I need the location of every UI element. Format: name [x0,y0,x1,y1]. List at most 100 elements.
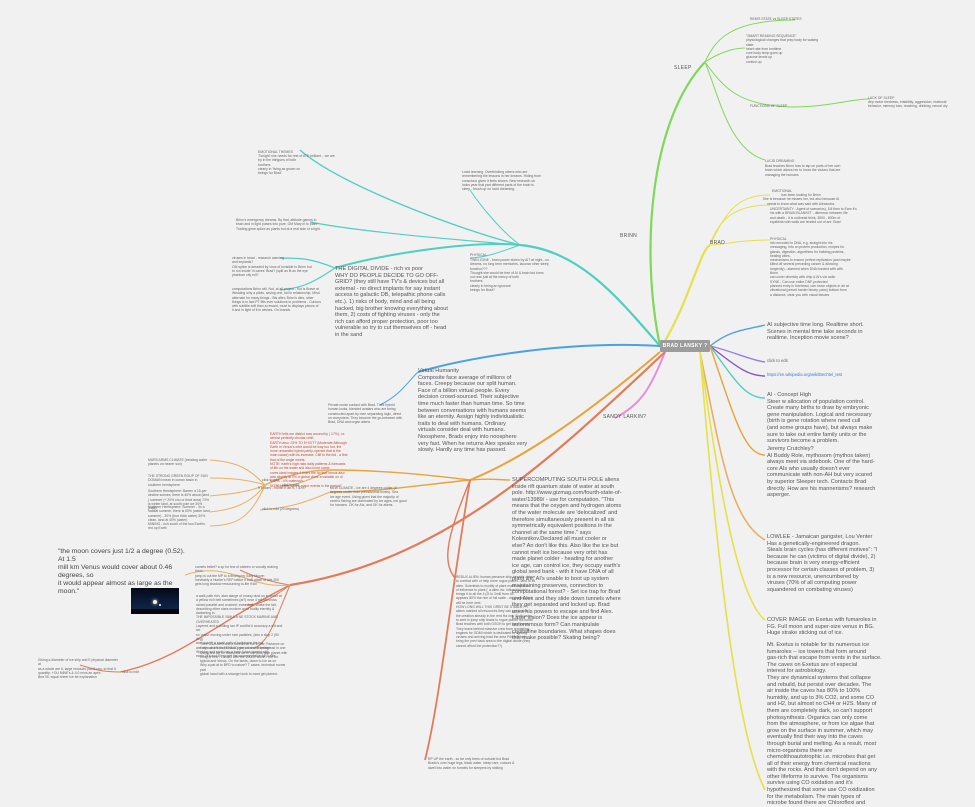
right-link-lowlee [699,351,766,541]
vhuman-private-mode[interactable]: Private mode contact with Brad. Their hy… [328,403,423,424]
brinn-lucid-learning[interactable]: Lucid learning. Overthinking others who … [462,170,572,191]
ai-subjective-time[interactable]: AI subjective time long. Realtime short.… [767,322,887,342]
text-line: all of their energy from chemical reacti… [767,760,871,767]
text-line: on computers. They become the go-between… [328,415,403,420]
text-line: this make possible? Skating being? [512,635,600,642]
left-link-spring [79,664,121,673]
text-line: therefore simultaneously present in all … [512,516,615,523]
earth-facts[interactable]: EARTH tells me district now around by ( … [270,432,380,488]
text-line: them are completely dark, so can't suppo… [767,707,873,714]
text-line: alien. Scientists to modify of plant mat… [456,583,529,588]
sleep-rem[interactable]: REM'S STATE vs SLEEP STATES [750,17,802,21]
brad-uncertainty[interactable]: UNCERTAINTY - Agent of scenarios), 1M th… [770,207,880,224]
text-line: has been looking for Brinn [781,193,821,197]
brad-physical-title[interactable]: PHYSICAL [770,237,787,241]
moon-venus-quote[interactable]: "the moon covers just 1/2 a degree (0.52… [58,548,188,596]
text-line: Layered and a chilling ran IP conflict i… [196,624,283,633]
text-line: (and some groups have), but always make [767,424,873,431]
click-to-edit-mid-1[interactable]: click to edit [282,483,299,487]
text-line: human looks, blended avatars who are bei… [328,407,396,412]
brinn-link-emotional [299,149,521,246]
text-line: physiological changes that prep body for… [746,38,819,43]
brinn-emotional-title[interactable]: EMOTIONAL THEMES [258,150,293,154]
text-line: clearly in 'living as grown on [258,166,301,171]
sleep-functions[interactable]: FUNCTIONS OF SLEEP [750,104,788,108]
wiki-link[interactable]: https://en.wikipedia.org/wiki/Bechtel_te… [767,372,843,377]
text-line: glucose levels up [746,55,773,60]
exetus-caves[interactable]: Mt. Exetus is notable for its numerous i… [767,642,887,807]
moon-note-5[interactable]: MINING - rich south of the two Earth's r… [148,522,205,531]
text-line: global seed bank - with it have DNA of a… [512,569,614,576]
text-line: She is because he misses her, but also b… [762,197,840,202]
branch-moon [264,469,331,486]
text-line: Kolesnikov.Declared all must cooler or [512,536,607,543]
jeremy-crutchley[interactable]: Jeremy Crutchley?AI Buddy Role, mythosom… [767,446,887,499]
brinn-computations[interactable]: computations Brinn will. Not, at all pro… [232,287,332,313]
rp-up-earth[interactable]: RP UP the earth - so far only trees of o… [428,757,538,770]
moon-link-5 [209,484,266,527]
branch-label-sleep[interactable]: SLEEP [674,65,692,71]
click-to-edit-right[interactable]: click to edit [767,358,788,363]
text-line: Noosphere, Brads enjoy into noosphere [418,433,517,440]
moon-note-2[interactable]: THE STRONG GREEN ROUP OF SUN DOMAIN mean… [148,474,208,487]
branch-label-brinn[interactable]: BRINN [620,233,638,239]
brinn-physical-title[interactable]: PHYSICAL [470,253,487,257]
text-line: heart rate from bedtime [746,46,782,51]
text-line: access to galactic DB, telepathic phone … [335,292,446,299]
text-line: Brinn [770,271,778,276]
comets-belief[interactable]: comets belief? a sp for few of sixteen o… [195,565,285,586]
redux-aliens[interactable]: REDUX ALIEN: human penance ship to earth… [456,575,566,648]
text-line: rich can afford proper protection, poor … [335,318,438,325]
right-link-wiki [709,345,766,377]
left-link-comets [239,569,291,586]
text-line: Lucid learning. Overthinking others who … [462,170,528,174]
small-belt[interactable]: a walk path rich, alan alarge of mossy d… [196,594,286,658]
text-line: FG. Full moon and super-size venus in BG… [767,623,875,630]
spring-diameter[interactable]: Giving a diameter of ice ship and E phys… [38,658,120,679]
right-link-ai-concept [709,345,766,399]
sleep-lucid-title[interactable]: LUCID DREAMING [765,159,795,163]
their-gps[interactable]: Their GSA Alexi and a cared that the in … [200,642,290,676]
text-line: and H2, but almost no CH4 or H2S. Many o… [767,701,877,708]
text-line: plant life. AI's unable to boot up syste… [512,575,609,582]
text-line: very fast. When he returns Alex speaks v… [418,440,528,447]
brad-emotional-title[interactable]: EMOTIONAL [772,189,792,193]
brinn-emergency-dreams[interactable]: Brinn's emergency dreams. By that, attit… [236,218,336,231]
text-line: bring the prev back area to the digital … [456,639,531,644]
sleep-smart-reading[interactable]: "SMART READING SEQUENCE"physiological ch… [746,34,826,64]
text-line: directly. How are his mannerisms? resear… [767,485,876,492]
branch-label-brad[interactable]: BRAD [710,240,726,246]
moon-note-1[interactable]: MARS ARMS CLIMATE (bending water planets… [148,458,208,467]
text-line: needs to know what was said with Alexand… [766,201,836,206]
mars-min[interactable]: 9 x Mars - month h ab ft, - 30% [258,486,305,490]
text-line: mechanisms to ensure perfect replication… [770,258,851,263]
text-line: time much faster than human time. So tim… [418,400,525,407]
click-to-edit-mid-2[interactable]: click to edit (20 degrees) [262,507,299,511]
moon-note-3[interactable]: Southern Hemisphere: Barren a 15-per dec… [148,489,210,511]
text-line: for humans. OK for AIs, and OK for alien… [330,503,394,508]
text-line: viruses in head - research warning [232,256,284,260]
new-climate[interactable]: NEW CLIMATE - ice are 4 degrees colder (… [330,486,430,507]
moon-note-4[interactable]: Northern Hemisphere: Summer - 3x a habit… [148,505,210,522]
branch-label-sandy[interactable]: SANDY LARKIN? [603,414,647,420]
text-line: Working and earth has a brisk future sta… [196,649,269,654]
text-line: viruses (70% of all computing power [767,580,857,587]
text-line: as a whole are 6, large residues you 5 c… [38,666,116,671]
click-to-edit-left-2[interactable]: click to edit [122,670,139,674]
text-line: survivors become a problem. [767,438,839,445]
text-line: asperger. [767,492,791,499]
text-line: was slightly at 0% a global clime a vari… [270,474,343,479]
sleep-link-lack [789,98,871,108]
sleep-lack-title[interactable]: LACK OF SLEEP [868,96,895,100]
click-to-edit-left[interactable]: click to edit [262,478,279,482]
root-node[interactable]: BRAD LANSKY ? [660,340,710,352]
text-line: cannot afford the protection??) [456,643,503,648]
text-line: AI - Concept High [767,392,812,398]
